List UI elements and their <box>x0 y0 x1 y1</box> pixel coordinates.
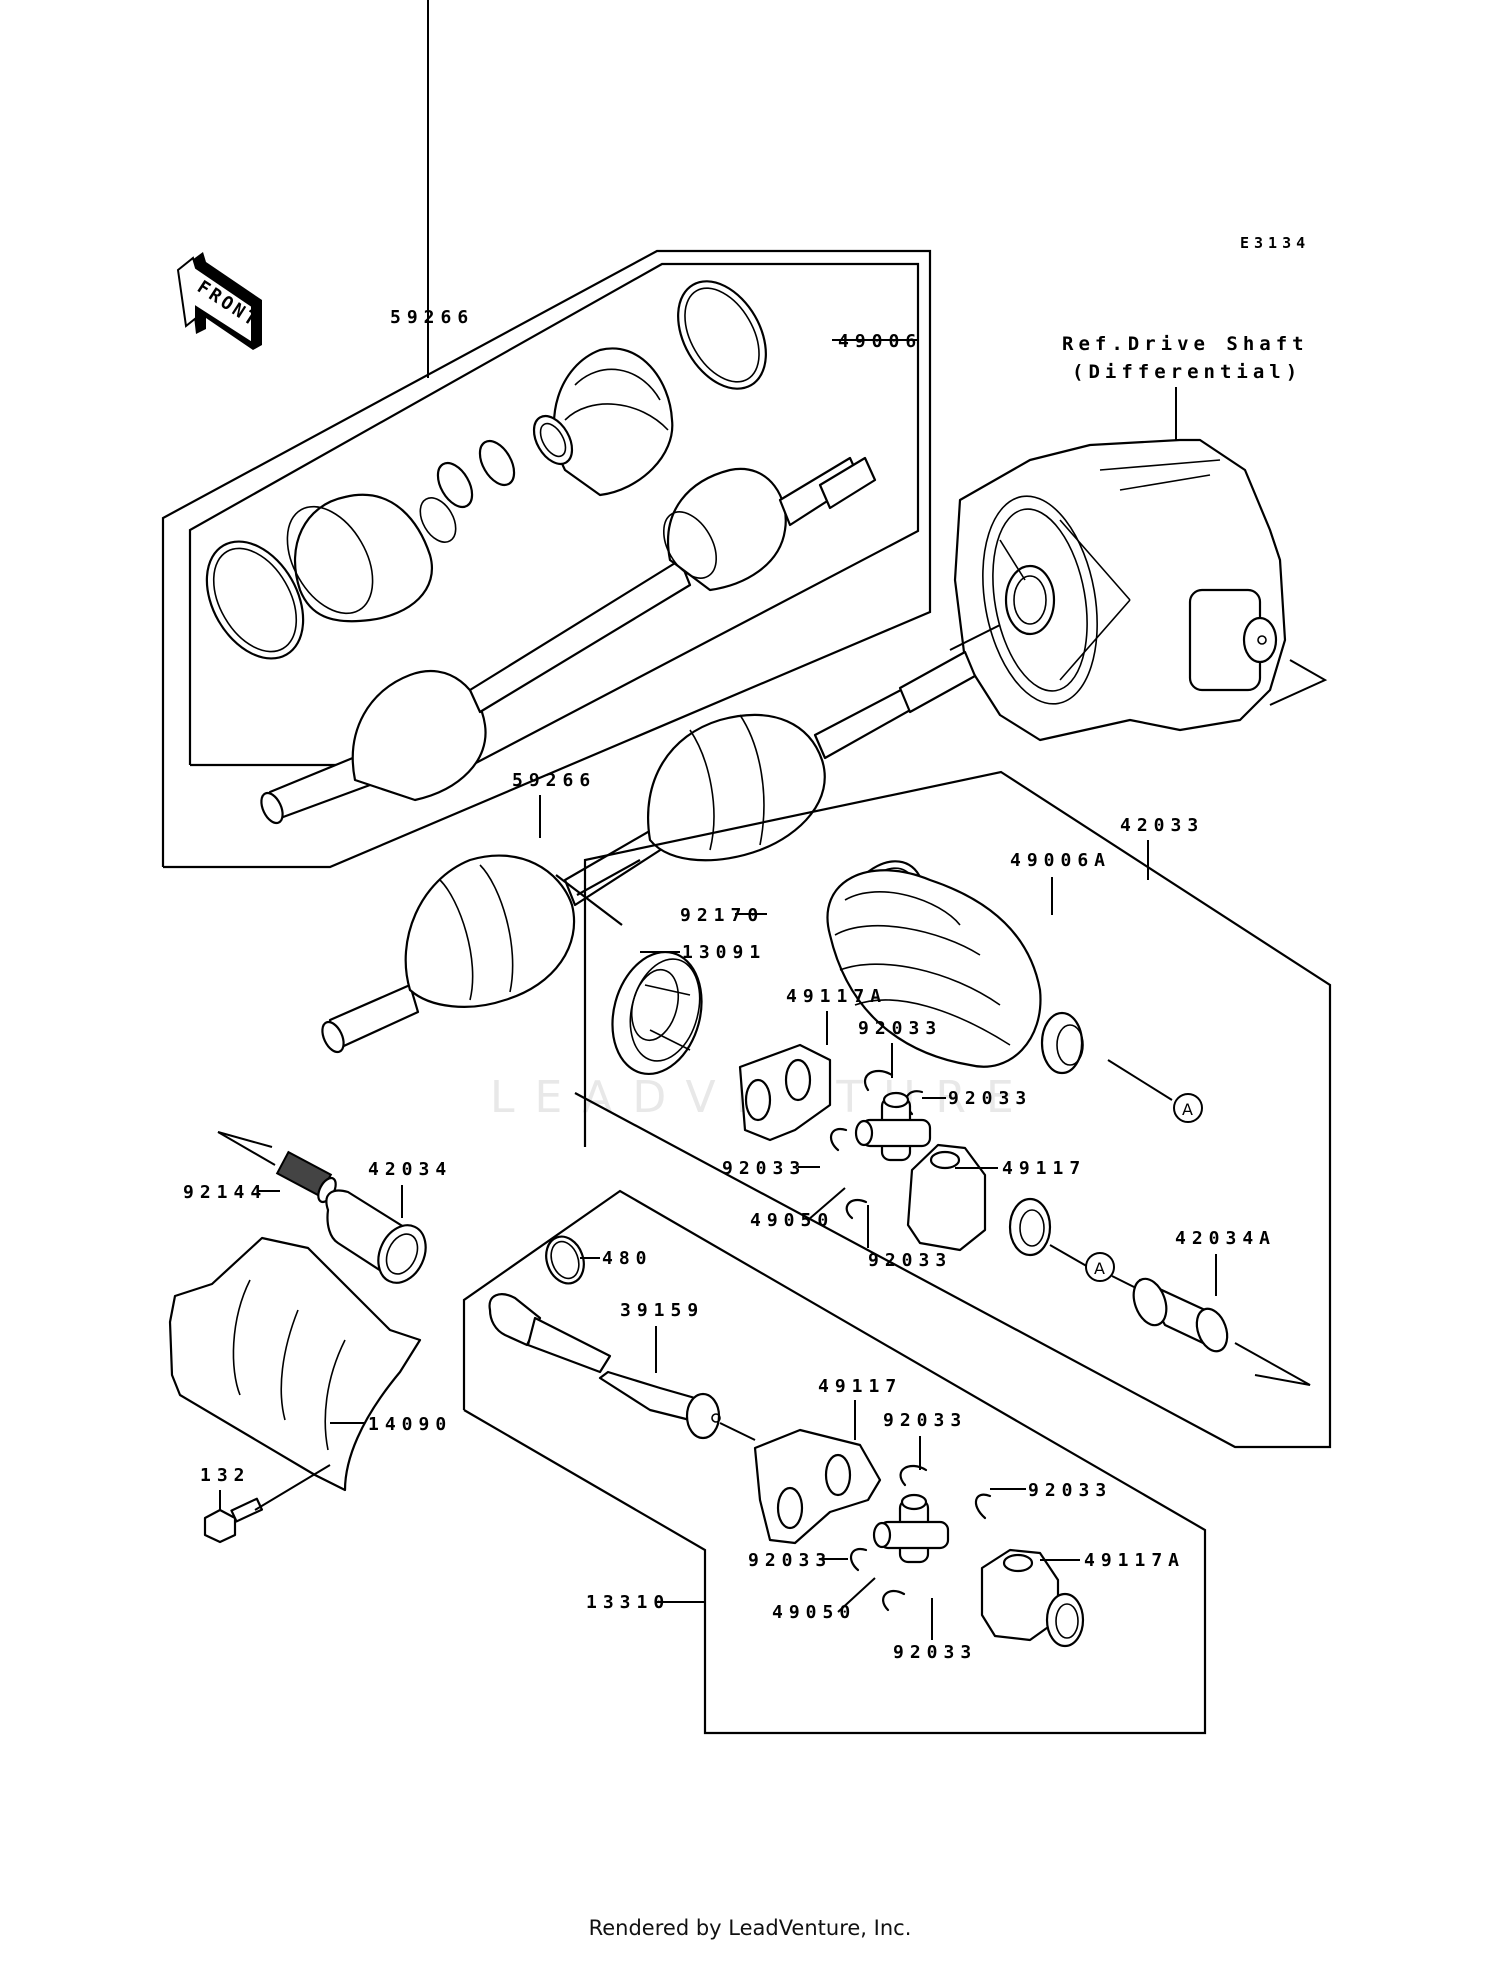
boot-part <box>826 869 1084 1075</box>
yoke-a-lower-part <box>980 1548 1085 1648</box>
callout-92033-lower-bottom[interactable]: 92033 <box>893 1642 977 1663</box>
callout-49050-upper[interactable]: 49050 <box>750 1210 834 1231</box>
marker-a-upper <box>1173 1093 1203 1123</box>
spider-lower <box>872 1493 950 1564</box>
circlip-lower-top <box>899 1464 928 1487</box>
callout-49050-lower[interactable]: 49050 <box>772 1602 856 1623</box>
callout-92033-lower-left[interactable]: 92033 <box>748 1550 832 1571</box>
circlip-lower-right <box>974 1493 992 1520</box>
front-arrow-icon: FRONT <box>176 252 263 350</box>
cup-part <box>611 950 703 1076</box>
callout-14090[interactable]: 14090 <box>368 1414 452 1435</box>
guard-part <box>168 1236 422 1492</box>
callout-92033-lower-right[interactable]: 92033 <box>1028 1480 1112 1501</box>
callout-13310[interactable]: 13310 <box>586 1592 670 1613</box>
callout-59266-lower[interactable]: 59266 <box>512 770 596 791</box>
callout-49117A-upper[interactable]: 49117A <box>786 986 887 1007</box>
joint-kit-frame <box>555 770 1332 1449</box>
callout-92033-lower-top[interactable]: 92033 <box>883 1410 967 1431</box>
callout-42033[interactable]: 42033 <box>1120 815 1204 836</box>
circlip-lower-bottom <box>882 1589 906 1612</box>
coupling-part <box>1132 1277 1229 1353</box>
footer-credit: Rendered by LeadVenture, Inc. <box>588 1916 912 1940</box>
callout-92033-upper-left[interactable]: 92033 <box>722 1158 806 1179</box>
reference-label-line2: (Differential) <box>1072 361 1302 383</box>
callout-92033-upper-top[interactable]: 92033 <box>858 1018 942 1039</box>
callout-39159[interactable]: 39159 <box>620 1300 704 1321</box>
yoke-lower-part <box>753 1428 882 1545</box>
circlip-upper-top <box>864 1069 894 1092</box>
circlip-480-part <box>545 1235 585 1285</box>
circlip-upper-bottom <box>845 1199 868 1220</box>
diagram-code: E3134 <box>1240 234 1310 252</box>
circlip-lower-left <box>849 1547 868 1572</box>
differential-reference <box>953 438 1287 742</box>
callout-132[interactable]: 132 <box>200 1465 251 1486</box>
propeller-shaft-part <box>488 1293 721 1440</box>
circlip-upper-left <box>829 1127 848 1152</box>
lower-drive-shaft <box>321 650 977 1054</box>
callout-92033-upper-bottom[interactable]: 92033 <box>868 1250 952 1271</box>
callout-92033-upper-right[interactable]: 92033 <box>948 1088 1032 1109</box>
spider-upper <box>854 1091 932 1162</box>
marker-a-lower <box>1085 1252 1115 1282</box>
callout-49117-lower[interactable]: 49117 <box>818 1376 902 1397</box>
callout-49117A-lower[interactable]: 49117A <box>1084 1550 1185 1571</box>
callout-13091[interactable]: 13091 <box>682 942 766 963</box>
callout-49117-upper[interactable]: 49117 <box>1002 1158 1086 1179</box>
callout-42034A[interactable]: 42034A <box>1175 1228 1276 1249</box>
callout-92170[interactable]: 92170 <box>680 905 764 926</box>
callout-42034[interactable]: 42034 <box>368 1159 452 1180</box>
yoke-upper-part <box>906 1143 1052 1257</box>
callout-92144[interactable]: 92144 <box>183 1182 267 1203</box>
marker-a-lower-label: A <box>1094 1259 1105 1278</box>
sleeve-part <box>325 1189 427 1284</box>
reference-label-line1: Ref.Drive Shaft <box>1062 333 1309 355</box>
propeller-shaft-kit-frame <box>462 1189 1207 1735</box>
upper-kit-parts <box>205 280 877 825</box>
callout-49006A[interactable]: 49006A <box>1010 850 1111 871</box>
marker-a-upper-label: A <box>1182 1100 1193 1119</box>
bolt-part <box>203 1497 264 1544</box>
callout-49006[interactable]: 49006 <box>838 331 922 352</box>
callout-59266-upper[interactable]: 59266 <box>390 307 474 328</box>
yoke-a-upper-part <box>738 1043 832 1142</box>
callout-480[interactable]: 480 <box>602 1248 653 1269</box>
